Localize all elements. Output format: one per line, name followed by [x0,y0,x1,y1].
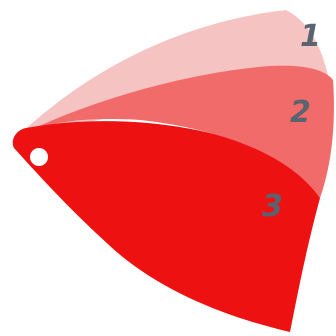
hole-circle [30,148,48,166]
layer-2-label: 2 [290,95,311,130]
layer-1-label: 1 [300,19,321,54]
layer-3-label: 3 [262,189,283,224]
